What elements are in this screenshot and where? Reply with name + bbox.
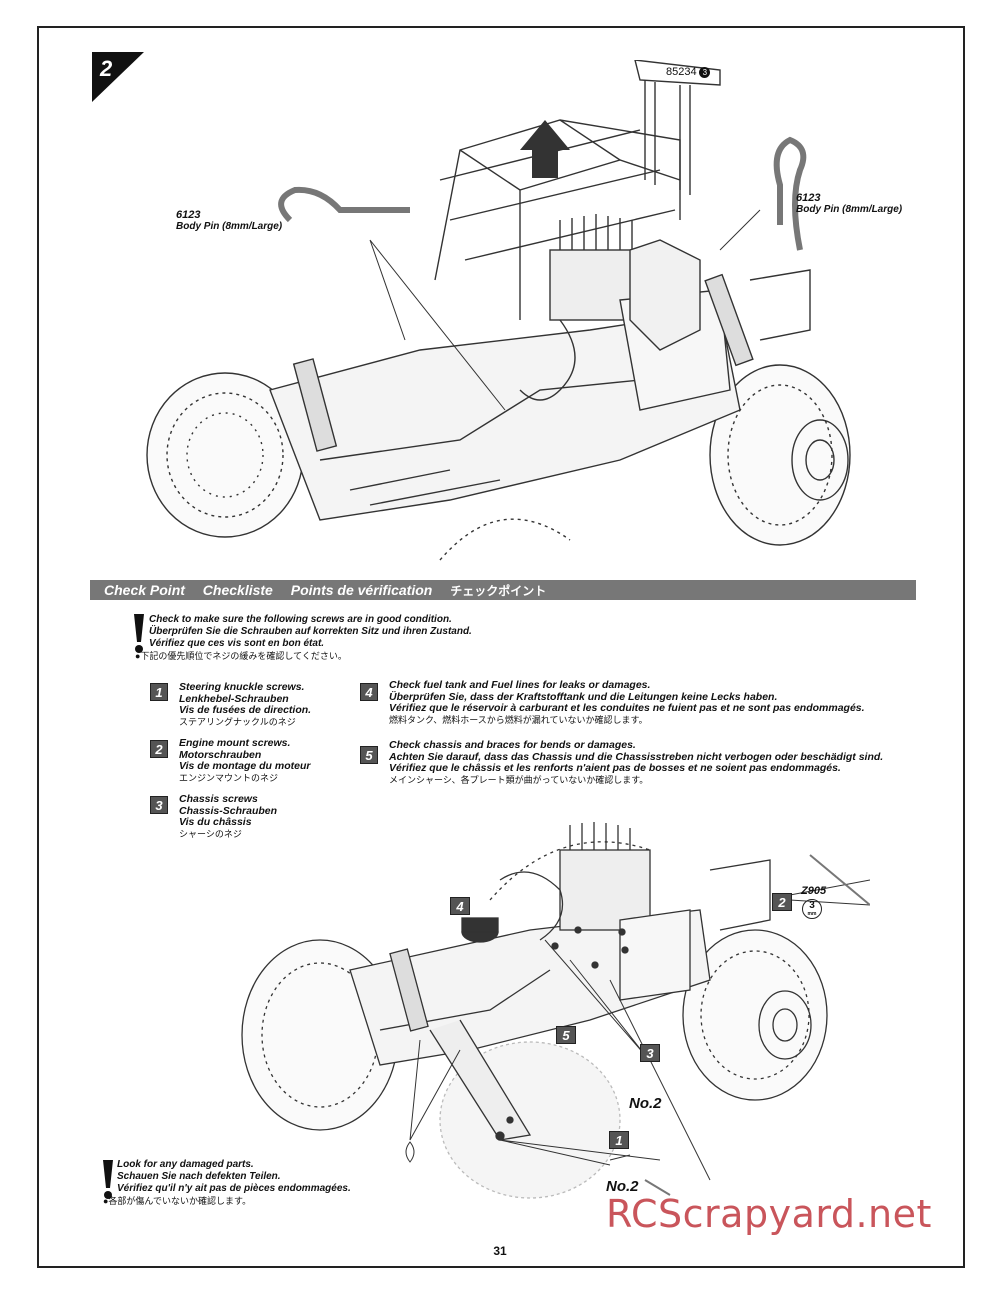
item-line: Lenkhebel-Schrauben [179, 692, 289, 705]
part-name: Body Pin (8mm/Large) [176, 221, 283, 232]
z905-unit: mm [807, 911, 817, 917]
checkpoint-header-bar: Check Point Checkliste Points de vérific… [90, 580, 916, 600]
item-line: Achten Sie darauf, dass das Chassis und … [389, 750, 884, 763]
part-code: 85234 [666, 66, 697, 78]
step-number: 2 [100, 56, 113, 81]
item-line: エンジンマウントのネジ [179, 772, 279, 783]
checkpoint-intro: Check to make sure the following screws … [135, 614, 472, 662]
watermark: RCScrapyard.net [606, 1192, 932, 1236]
no2-label-upper: No.2 [629, 1095, 662, 1112]
part-name: Body Pin (8mm/Large) [796, 204, 903, 215]
callout-1: 1 [609, 1131, 629, 1149]
checkpoint-title-jp: チェックポイント [450, 584, 547, 598]
page-number: 31 [493, 1244, 507, 1258]
exclamation-icon [134, 614, 144, 653]
body-pin-label-left: 6123 Body Pin (8mm/Large) [176, 209, 283, 233]
z905-size-circle: 3 mm [802, 899, 822, 919]
item-number-3: 3 [150, 796, 168, 814]
checkpoint-title-fr: Points de vérification [290, 582, 433, 598]
item-line: Check chassis and braces for bends or da… [389, 739, 636, 751]
part-marker: 3 [699, 67, 711, 78]
z905-label: Z905 [801, 885, 826, 897]
item-number-1: 1 [150, 683, 168, 701]
item-line: Vis du châssis [179, 816, 252, 828]
item-line: Check fuel tank and Fuel lines for leaks… [389, 679, 651, 691]
intro-fr: Vérifiez que ces vis sont en bon état. [149, 638, 325, 649]
checklist-item-2: Engine mount screws. Motorschrauben Vis … [179, 737, 311, 784]
callout-2: 2 [772, 893, 792, 911]
item-line: Steering knuckle screws. [179, 681, 305, 693]
item-line: メインシャーシ、各プレート類が曲がっていないか確認します。 [389, 774, 649, 785]
buggy-illustration-bottom [241, 822, 870, 1199]
damage-note: Look for any damaged parts. Schauen Sie … [103, 1159, 351, 1207]
item-line: Chassis-Schrauben [179, 804, 278, 817]
exclamation-icon [103, 1160, 113, 1199]
intro-jp: ●下記の優先順位でネジの緩みを確認してください。 [135, 651, 347, 661]
no2-label-lower: No.2 [606, 1178, 639, 1195]
item-number-5: 5 [360, 746, 378, 764]
z905-code: Z905 [801, 885, 827, 897]
checklist-item-3: Chassis screws Chassis-Schrauben Vis du … [179, 793, 278, 840]
checkpoint-title-de: Checkliste [202, 582, 273, 598]
item-line: Motorschrauben [179, 748, 262, 761]
callout-3: 3 [640, 1044, 660, 1062]
part-code: 6123 [796, 192, 821, 204]
body-pin-label-right: 6123 Body Pin (8mm/Large) [796, 192, 903, 216]
item-line: Engine mount screws. [179, 737, 291, 749]
callout-4: 4 [450, 897, 470, 915]
intro-de: Überprüfen Sie die Schrauben auf korrekt… [149, 626, 472, 637]
step-badge [92, 52, 144, 102]
damage-fr: Vérifiez qu'il n'y ait pas de pièces end… [117, 1183, 351, 1194]
item-line: Vis de fusées de direction. [179, 704, 312, 716]
checklist-item-4: Check fuel tank and Fuel lines for leaks… [389, 679, 865, 726]
buggy-illustration-top [146, 60, 851, 561]
item-line: Chassis screws [179, 793, 258, 805]
mount-part-label: 85234 3 [666, 66, 711, 78]
damage-jp: ●各部が傷んでいないか確認します。 [103, 1196, 252, 1206]
intro-en: Check to make sure the following screws … [149, 614, 452, 625]
damage-de: Schauen Sie nach defekten Teilen. [117, 1171, 281, 1182]
callout-5: 5 [556, 1026, 576, 1044]
damage-en: Look for any damaged parts. [117, 1159, 254, 1170]
z905-size: 3 [809, 900, 815, 911]
item-number-4: 4 [360, 683, 378, 701]
checkpoint-title-en: Check Point [104, 582, 185, 598]
item-line: 燃料タンク、燃料ホースから燃料が漏れていないか確認します。 [389, 714, 648, 725]
page-frame [37, 26, 965, 1268]
item-line: Überprüfen Sie, dass der Kraftstofftank … [389, 690, 778, 703]
item-line: Vérifiez que le châssis et les renforts … [389, 762, 841, 774]
checklist-item-1: Steering knuckle screws. Lenkhebel-Schra… [179, 681, 312, 728]
part-code: 6123 [176, 209, 201, 221]
checklist-item-5: Check chassis and braces for bends or da… [389, 739, 884, 786]
item-line: Vis de montage du moteur [179, 760, 311, 772]
item-line: ステアリングナックルのネジ [179, 716, 296, 727]
item-line: Vérifiez que le réservoir à carburant et… [389, 702, 865, 714]
item-line: シャーシのネジ [179, 828, 242, 839]
item-number-2: 2 [150, 740, 168, 758]
